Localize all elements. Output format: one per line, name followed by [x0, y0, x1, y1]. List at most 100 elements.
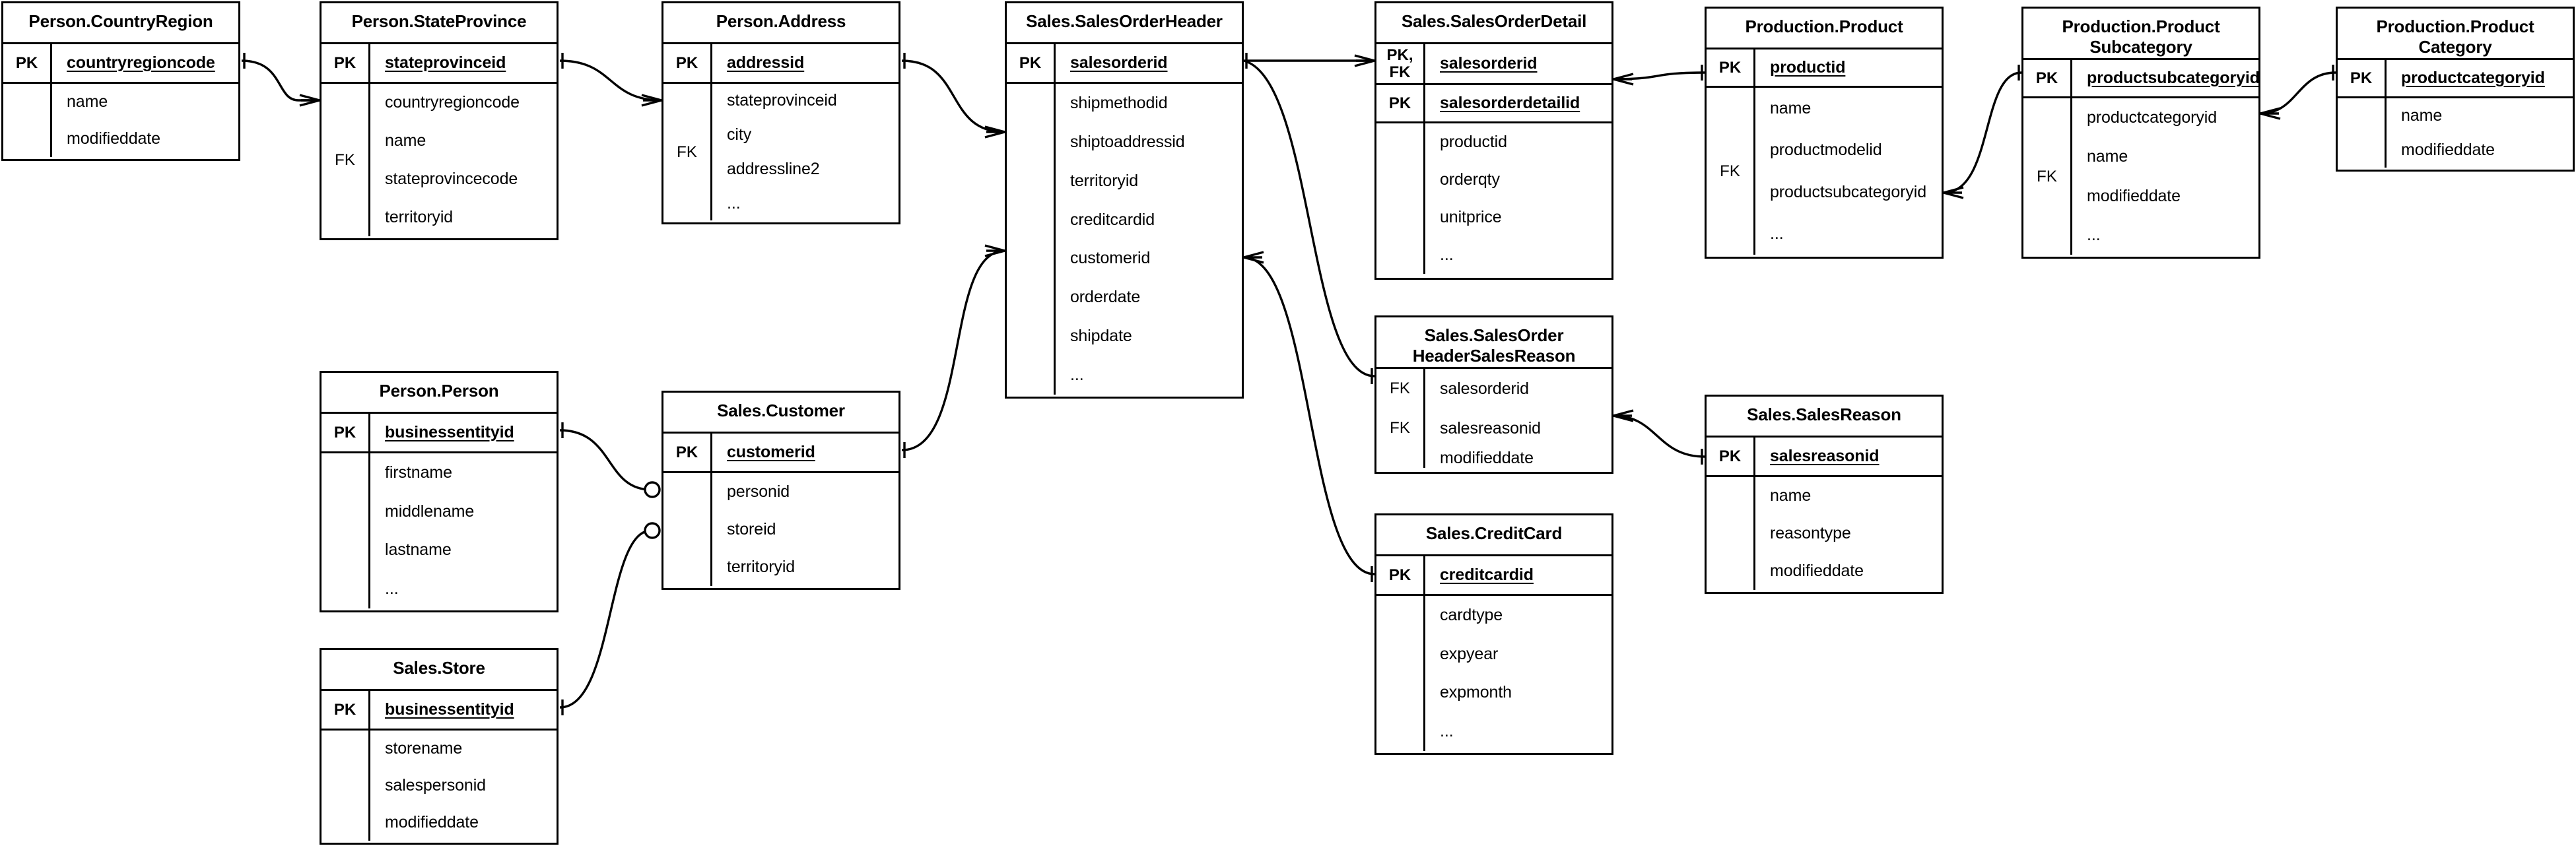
- key-indicator: PK: [1707, 49, 1755, 86]
- key-indicator: PK: [3, 44, 52, 82]
- attribute-row[interactable]: PK addressid: [663, 44, 898, 84]
- group-key-indicator: [1707, 477, 1755, 590]
- group-key-indicator: FK: [663, 84, 712, 220]
- attribute-group: modifieddate: [1376, 448, 1611, 468]
- attribute-name: name: [385, 131, 426, 150]
- group-key-indicator: [663, 473, 712, 586]
- group-key-indicator: FK: [322, 84, 370, 236]
- attribute-name: modifieddate: [67, 129, 160, 148]
- attribute-name: expyear: [1440, 644, 1499, 663]
- attribute-name: territoryid: [1070, 171, 1139, 190]
- attribute-name: storeid: [727, 520, 776, 538]
- attribute-name: ...: [1440, 245, 1454, 264]
- entity-title: Person.Person: [322, 373, 557, 414]
- entity-title: Production.Product Category: [2338, 9, 2573, 60]
- attribute-name: name: [2401, 106, 2443, 125]
- key-indicator: PK: [322, 44, 370, 82]
- attribute-name: salesreasonid: [1440, 418, 1541, 438]
- rel-stateprovince-address: [559, 53, 662, 107]
- attribute-name: businessentityid: [385, 700, 514, 719]
- key-indicator: PK: [1707, 438, 1755, 475]
- key-indicator: FK: [1376, 408, 1425, 448]
- rel-salesorderheader-salesreasonlink: [1243, 59, 1375, 384]
- group-key-indicator: FK: [1707, 88, 1755, 255]
- attribute-row[interactable]: PK salesreasonid: [1707, 438, 1942, 477]
- rel-salesorderheader-creditcard: [1243, 251, 1375, 582]
- attribute-name: cardtype: [1440, 605, 1503, 624]
- key-indicator: FK: [1376, 369, 1425, 408]
- attribute-name: expmonth: [1440, 683, 1512, 702]
- entity-title: Production.Product: [1707, 9, 1942, 49]
- attribute-name: reasontype: [1770, 524, 1851, 542]
- attribute-name: orderdate: [1070, 288, 1141, 307]
- attribute-name: shipmethodid: [1070, 93, 1168, 112]
- entity-title: Person.StateProvince: [322, 3, 557, 44]
- group-key-indicator: [1007, 84, 1056, 395]
- attribute-name: addressid: [727, 53, 805, 72]
- attribute-name: productsubcategoryid: [1770, 182, 1927, 201]
- rel-store-customer: [559, 522, 664, 715]
- attribute-name: creditcardid: [1440, 566, 1534, 584]
- group-key-indicator: FK: [2023, 98, 2072, 255]
- rel-address-salesorderheader: [901, 53, 1005, 139]
- key-indicator: PK: [663, 434, 712, 471]
- rel-salesreasonlink-salesreason: [1613, 409, 1705, 465]
- attribute-name: ...: [1770, 224, 1784, 243]
- attribute-name: name: [1770, 99, 1812, 118]
- attribute-name: salesreasonid: [1770, 447, 1880, 465]
- rel-productsubcategory-productcategory: [2260, 65, 2336, 120]
- attribute-name: middlename: [385, 502, 475, 521]
- entity-title: Sales.SalesOrder HeaderSalesReason: [1376, 317, 1611, 369]
- attribute-row[interactable]: FK salesreasonid: [1376, 408, 1611, 448]
- attribute-name: productsubcategoryid: [2087, 69, 2260, 87]
- rel-salesorderdetail-product: [1613, 65, 1705, 86]
- attribute-name: creditcardid: [1070, 210, 1155, 229]
- attribute-name: stateprovincecode: [385, 169, 518, 188]
- attribute-name: storename: [385, 739, 463, 758]
- attribute-name: name: [2087, 147, 2128, 166]
- key-indicator: PK: [663, 44, 712, 82]
- key-indicator: PK: [322, 414, 370, 451]
- attribute-name: personid: [727, 482, 790, 501]
- group-key-indicator: [322, 731, 370, 841]
- entity-title: Sales.CreditCard: [1376, 515, 1611, 556]
- attribute-name: ...: [1070, 366, 1084, 385]
